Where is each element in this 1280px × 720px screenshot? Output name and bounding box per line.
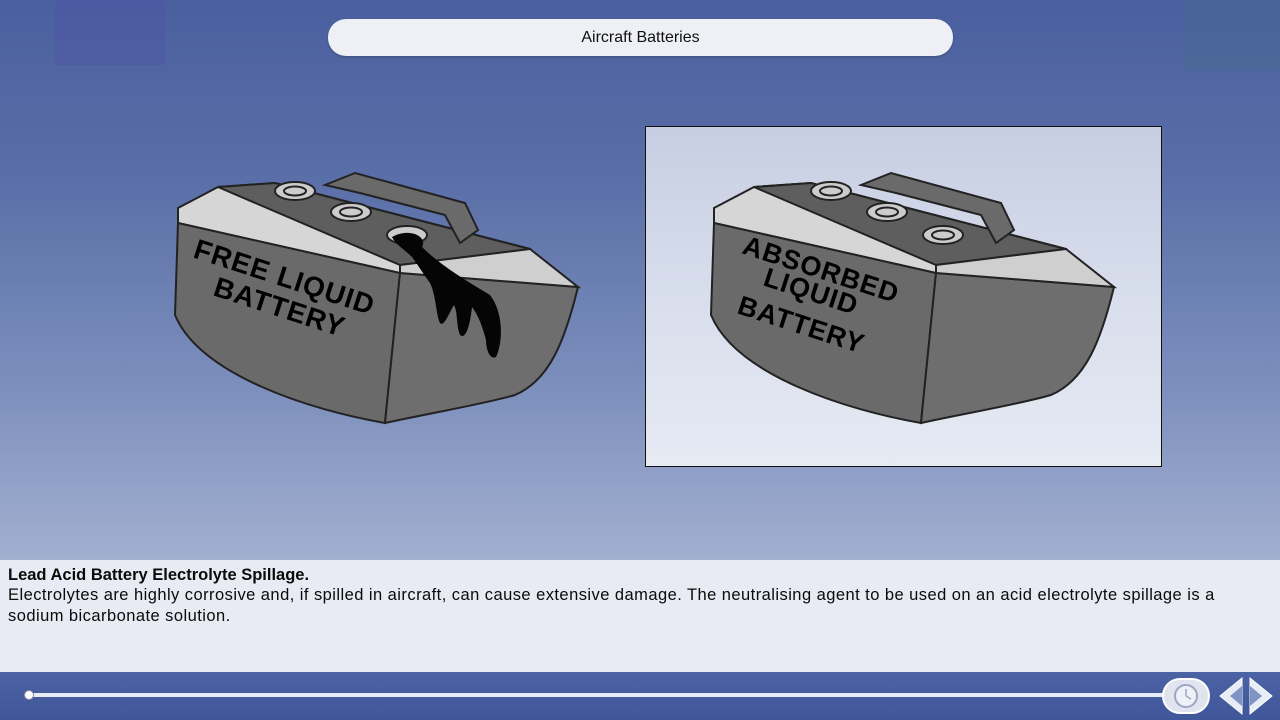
electrolyte-spill — [392, 232, 501, 358]
progress-track[interactable] — [24, 693, 1174, 697]
page-title-text: Aircraft Batteries — [581, 28, 700, 46]
caption-title: Lead Acid Battery Electrolyte Spillage. — [8, 566, 310, 584]
battery-cap — [330, 202, 372, 222]
caption-panel: Lead Acid Battery Electrolyte Spillage. … — [0, 560, 1280, 672]
battery-cap — [810, 181, 852, 201]
corner-decoration-left — [55, 0, 165, 65]
page-title: Aircraft Batteries — [328, 19, 953, 56]
player-controls — [0, 672, 1280, 720]
corner-decoration-right — [1184, 0, 1280, 70]
progress-knob[interactable] — [24, 690, 34, 700]
timer-button[interactable] — [1162, 678, 1210, 714]
caption-body: Electrolytes are highly corrosive and, i… — [8, 586, 1215, 625]
prev-next-arrows-icon[interactable] — [1216, 676, 1276, 716]
free-liquid-battery-illustration: FREE LIQUID BATTERY — [173, 171, 582, 425]
battery-cap — [866, 202, 908, 222]
absorbed-liquid-panel: ABSORBED LIQUID BATTERY — [645, 126, 1162, 467]
absorbed-liquid-battery-illustration: ABSORBED LIQUID BATTERY — [709, 171, 1118, 425]
clock-icon — [1174, 684, 1198, 708]
battery-cap — [274, 181, 316, 201]
battery-cap — [922, 225, 964, 245]
